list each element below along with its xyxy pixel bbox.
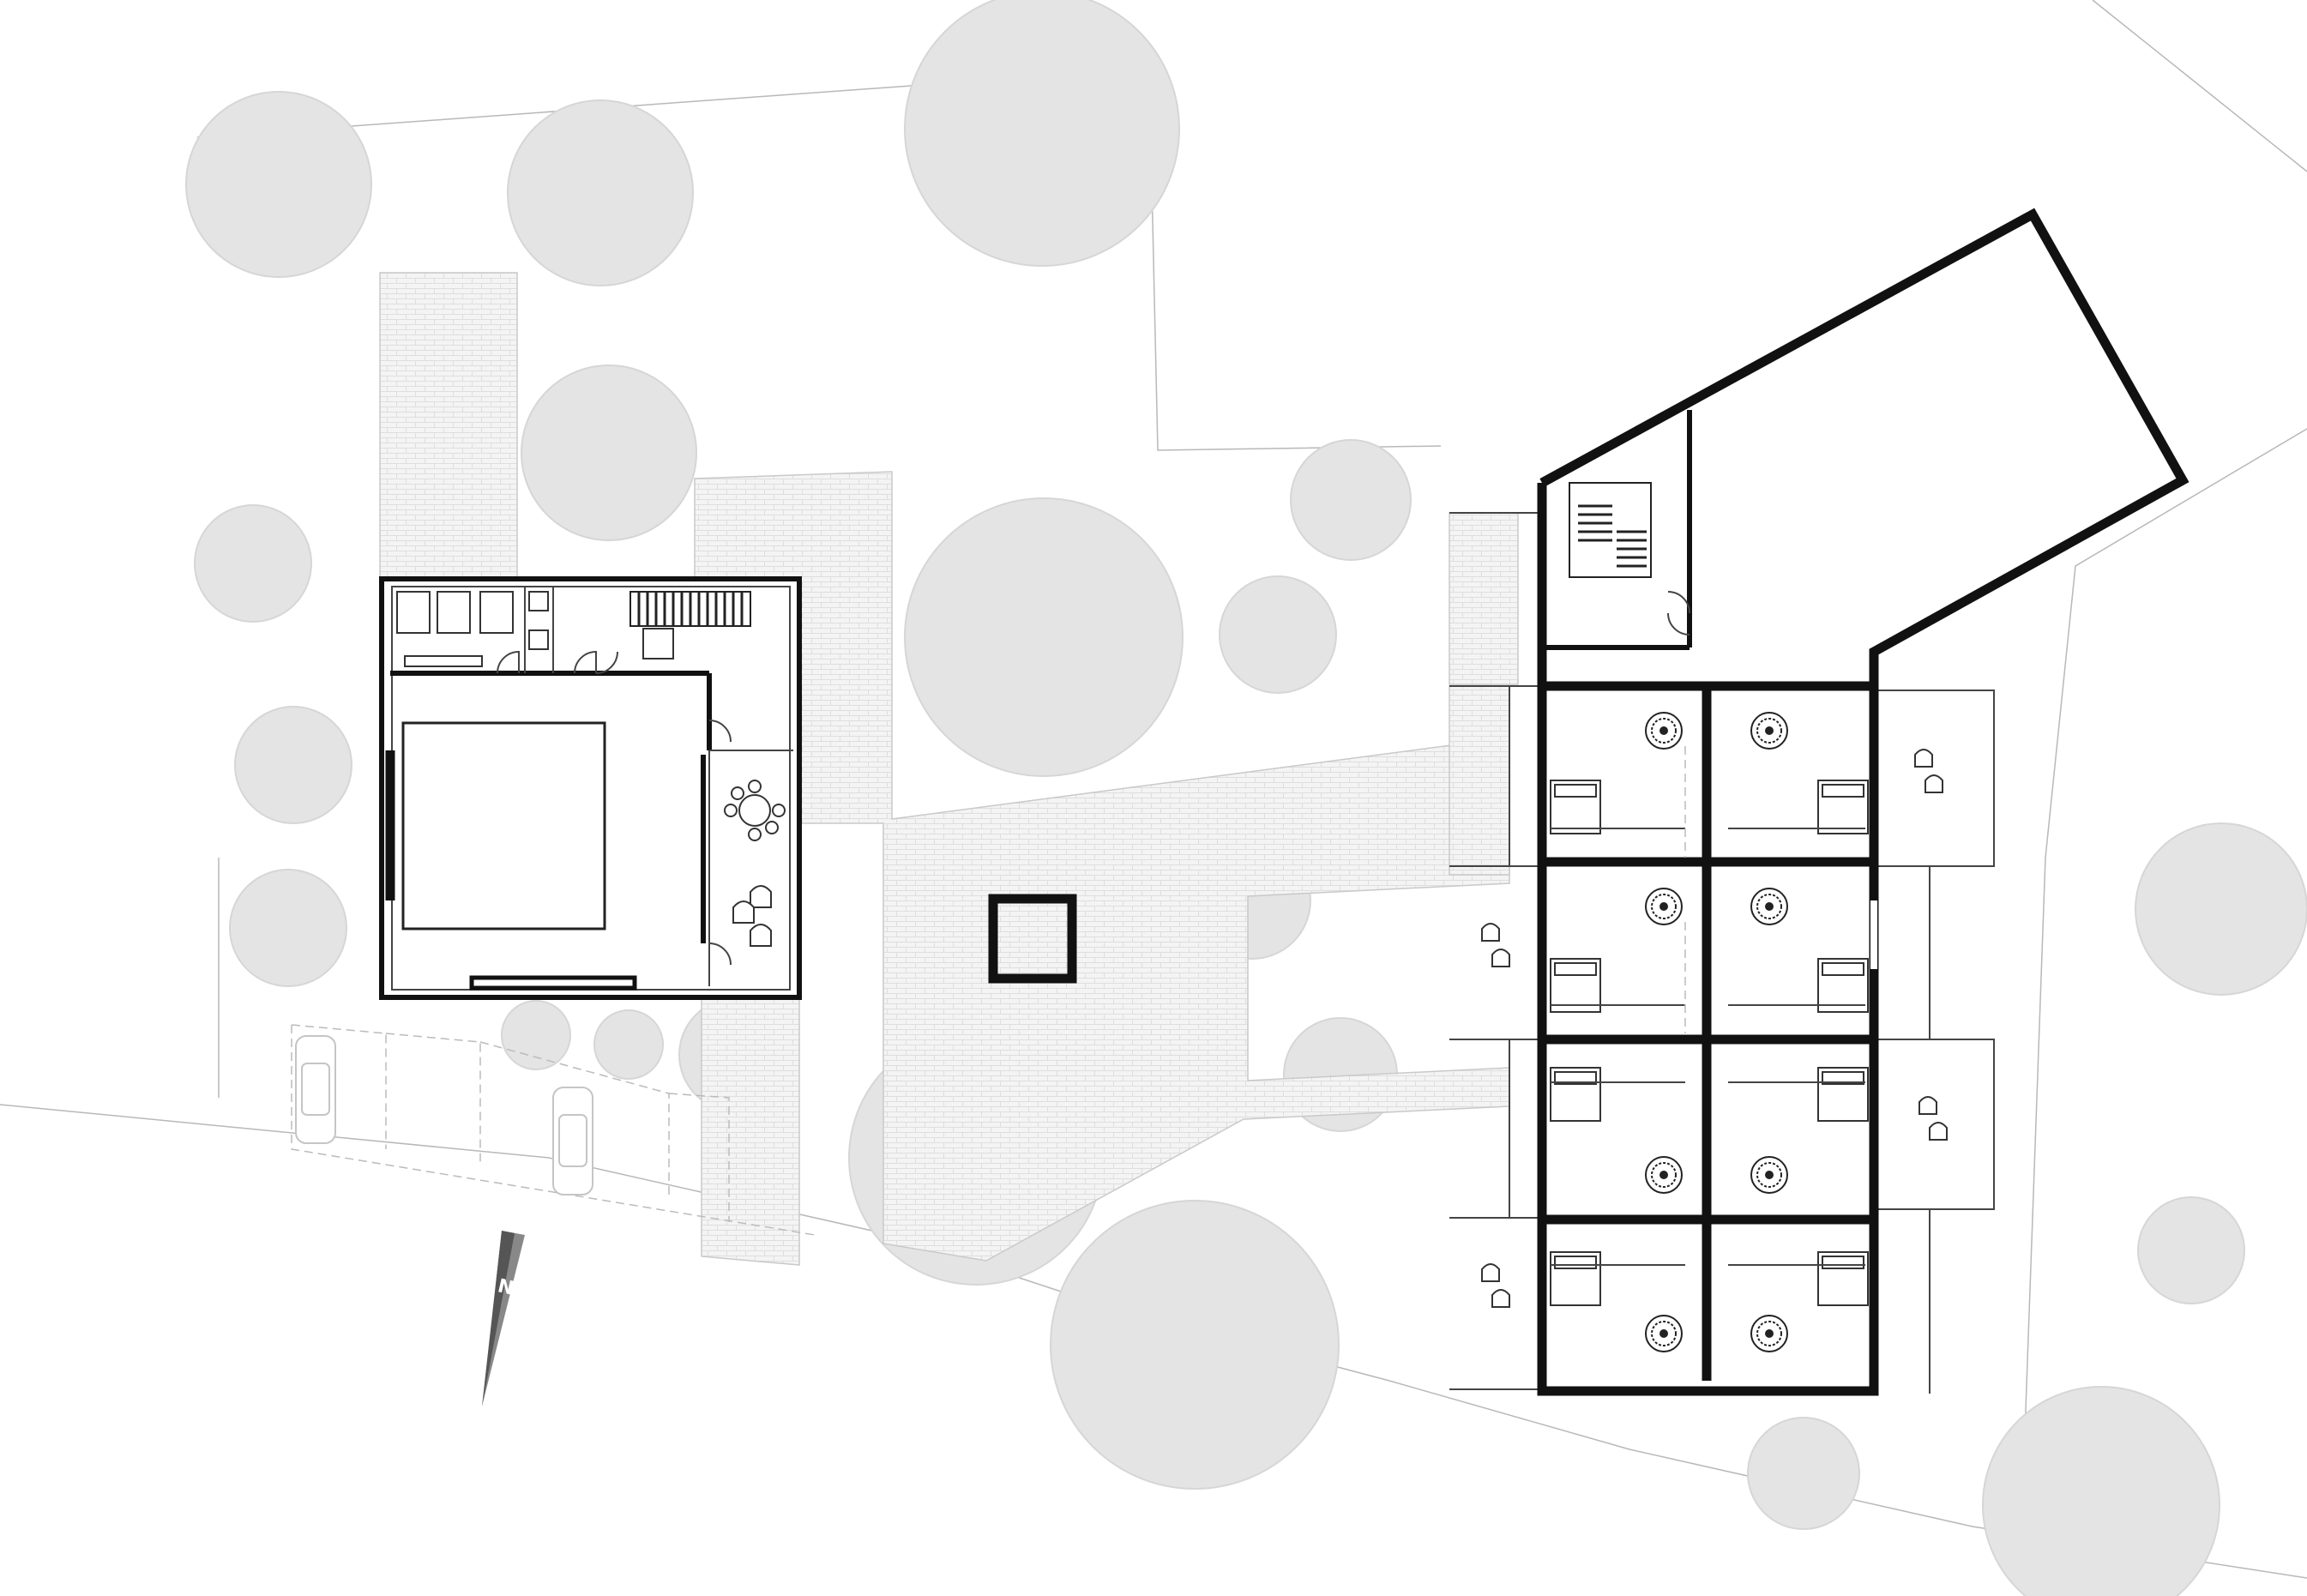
trees: [185, 0, 2307, 1596]
car: [552, 1087, 593, 1195]
beds-dormitory: [396, 591, 514, 667]
paved-paths: [379, 272, 1519, 1266]
tree: [593, 1009, 664, 1080]
small-pavilion: [988, 894, 1077, 984]
tree: [2137, 1196, 2245, 1304]
parking-area: [291, 1024, 816, 1236]
tree: [234, 706, 352, 824]
tree: [229, 869, 347, 987]
dining-table: [724, 780, 786, 841]
tree: [1219, 575, 1337, 694]
north-arrow: N: [482, 1231, 525, 1406]
courtyard-building: [379, 576, 802, 1000]
tree: [2135, 822, 2307, 996]
tree: [904, 497, 1184, 777]
central-courtyard: [401, 721, 606, 930]
wc-fixtures: [528, 591, 549, 650]
door-swings: [497, 650, 732, 966]
stove: [642, 628, 674, 659]
north-label: N: [496, 1275, 516, 1300]
tree: [501, 1000, 571, 1070]
tree: [1290, 439, 1412, 561]
tree: [1050, 1200, 1340, 1490]
tree: [185, 91, 372, 278]
guest-room-building: [1449, 208, 2190, 1396]
tree: [194, 504, 312, 623]
tree: [1982, 1386, 2220, 1596]
tree: [507, 99, 694, 286]
car: [295, 1035, 336, 1144]
stair: [1569, 482, 1652, 578]
room-furniture: [1550, 712, 1869, 1352]
tree: [521, 364, 697, 541]
tree: [904, 0, 1180, 267]
stair: [629, 591, 751, 627]
door-swing: [1667, 591, 1690, 635]
tree: [1747, 1417, 1860, 1530]
armchairs: [732, 885, 772, 947]
